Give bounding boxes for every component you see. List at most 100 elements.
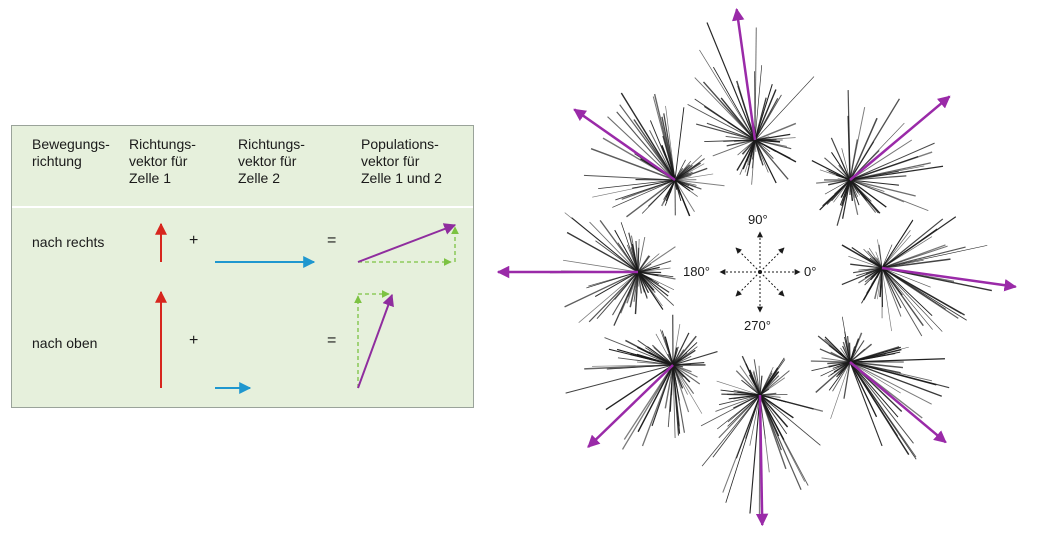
plus-sign-up: + — [189, 332, 199, 349]
cell-vector-line — [672, 364, 684, 368]
row-label-right: nach rechts — [32, 234, 105, 250]
cell-vector-line — [881, 218, 944, 269]
cell-vector-line — [672, 332, 690, 366]
population-vector-right — [357, 223, 457, 263]
cell-vector-line — [637, 271, 675, 306]
cell-vector-line — [881, 234, 911, 269]
cell-vector-line — [637, 246, 676, 273]
cell-vector-line — [815, 361, 851, 393]
population-vector-up — [357, 293, 394, 389]
cell-vector-line — [849, 353, 896, 363]
cell-vector-line — [749, 394, 761, 446]
cell-vector-line — [726, 139, 756, 147]
cell-vector-line — [674, 179, 725, 187]
cell-vector-line — [840, 179, 851, 198]
cell-vector-line — [881, 244, 893, 269]
cell-vector-line — [695, 123, 756, 141]
axis-label-180: 180° — [683, 264, 710, 279]
cell-vector-line — [849, 361, 901, 394]
cell-vector-line — [849, 361, 901, 374]
cell-vector-line — [725, 394, 761, 503]
cell-vector-line — [863, 248, 883, 269]
vector-arrows-svg — [155, 222, 459, 394]
cell-vector-line — [849, 179, 859, 215]
cell-vector-line — [849, 139, 858, 181]
header-cell1-vector: Richtungs- vektor für Zelle 1 — [129, 136, 196, 186]
cell-vector-line — [641, 179, 676, 214]
cell-vector-line — [715, 394, 761, 412]
cell-vector-line — [637, 271, 669, 297]
cell-vector-line — [674, 107, 685, 181]
equals-sign-up: = — [327, 332, 337, 349]
cell-vector-line — [749, 369, 761, 396]
cell-vector-line — [672, 364, 701, 385]
cell-vector-line — [754, 98, 779, 141]
header-divider — [12, 206, 473, 208]
cell-vector-line — [834, 179, 851, 195]
cell-vector-line — [881, 267, 902, 317]
cell-vector-line — [849, 179, 859, 194]
plus-sign-right: + — [189, 232, 199, 249]
vector-table-panel: Bewegungs- richtung Richtungs- vektor fü… — [11, 125, 474, 408]
cell-vector-line — [754, 65, 763, 141]
cell-vector-line — [612, 271, 639, 316]
cell-vector-line — [847, 115, 851, 181]
cell-vector-line — [754, 139, 781, 143]
cell-vector-line — [674, 179, 696, 187]
compass-arrow — [735, 247, 761, 273]
cell-vector-line — [674, 179, 695, 212]
cell-vector-line — [621, 364, 674, 450]
cell-vector-line — [706, 22, 756, 141]
compass-arrow — [735, 271, 761, 297]
cell-vector-line — [674, 179, 698, 197]
cell-vector-line — [810, 360, 851, 363]
cell-vector-line — [881, 267, 943, 332]
cell-vector-line — [674, 159, 686, 181]
cell-vector-line — [759, 394, 787, 470]
cell-vector-line — [754, 27, 757, 141]
cell-vector-line — [634, 271, 639, 315]
cell-vector-line — [759, 394, 789, 428]
cell-vector-line — [718, 394, 761, 439]
cell-vector-line — [849, 139, 913, 181]
cell-vector-line — [637, 271, 659, 285]
cell-vector-line — [849, 361, 904, 369]
cell-vector-line — [669, 353, 674, 366]
cell-vector-line — [819, 169, 851, 181]
cell-vector-line — [598, 179, 676, 190]
cell-vector-line — [594, 271, 639, 297]
cell-vector-line — [749, 394, 761, 514]
cell-vector-line — [613, 271, 639, 326]
cell-vector-line — [754, 133, 791, 141]
cell-vector-line — [881, 219, 914, 269]
cell-vector-line — [649, 130, 676, 181]
cell-vector-line — [664, 364, 674, 409]
cell-vector-line — [874, 267, 883, 300]
cell-vector-line — [841, 244, 883, 269]
cell-vector-line — [706, 122, 756, 141]
cell-vector-line — [826, 169, 851, 181]
cell-vector-line — [672, 364, 690, 413]
cell-vector-line — [712, 394, 761, 458]
axis-label-90: 90° — [748, 212, 768, 227]
cell-vector-line — [759, 394, 788, 435]
cell-vector-line — [674, 167, 708, 181]
cell-vector-line — [849, 165, 944, 181]
cell-vector-line — [637, 255, 650, 273]
cell-vector-line — [641, 364, 674, 447]
cell-vector-line — [849, 141, 875, 181]
cell-vector-line — [759, 370, 790, 396]
cell-vector-line — [849, 358, 945, 363]
cell-vector-line — [759, 371, 780, 396]
cell-vector-line — [753, 359, 761, 396]
cell-vector-line — [881, 267, 892, 332]
cell-vector-line — [672, 364, 688, 395]
cell-vector-line — [725, 135, 756, 141]
cell-vector-line — [759, 375, 763, 396]
cell-vector-line — [672, 363, 691, 366]
cell-vector-line — [637, 271, 656, 293]
cell-vector-line — [832, 361, 851, 392]
cell-vector-line — [849, 349, 857, 363]
cell-vector-line — [672, 347, 678, 366]
cell-vector-line — [754, 139, 769, 173]
